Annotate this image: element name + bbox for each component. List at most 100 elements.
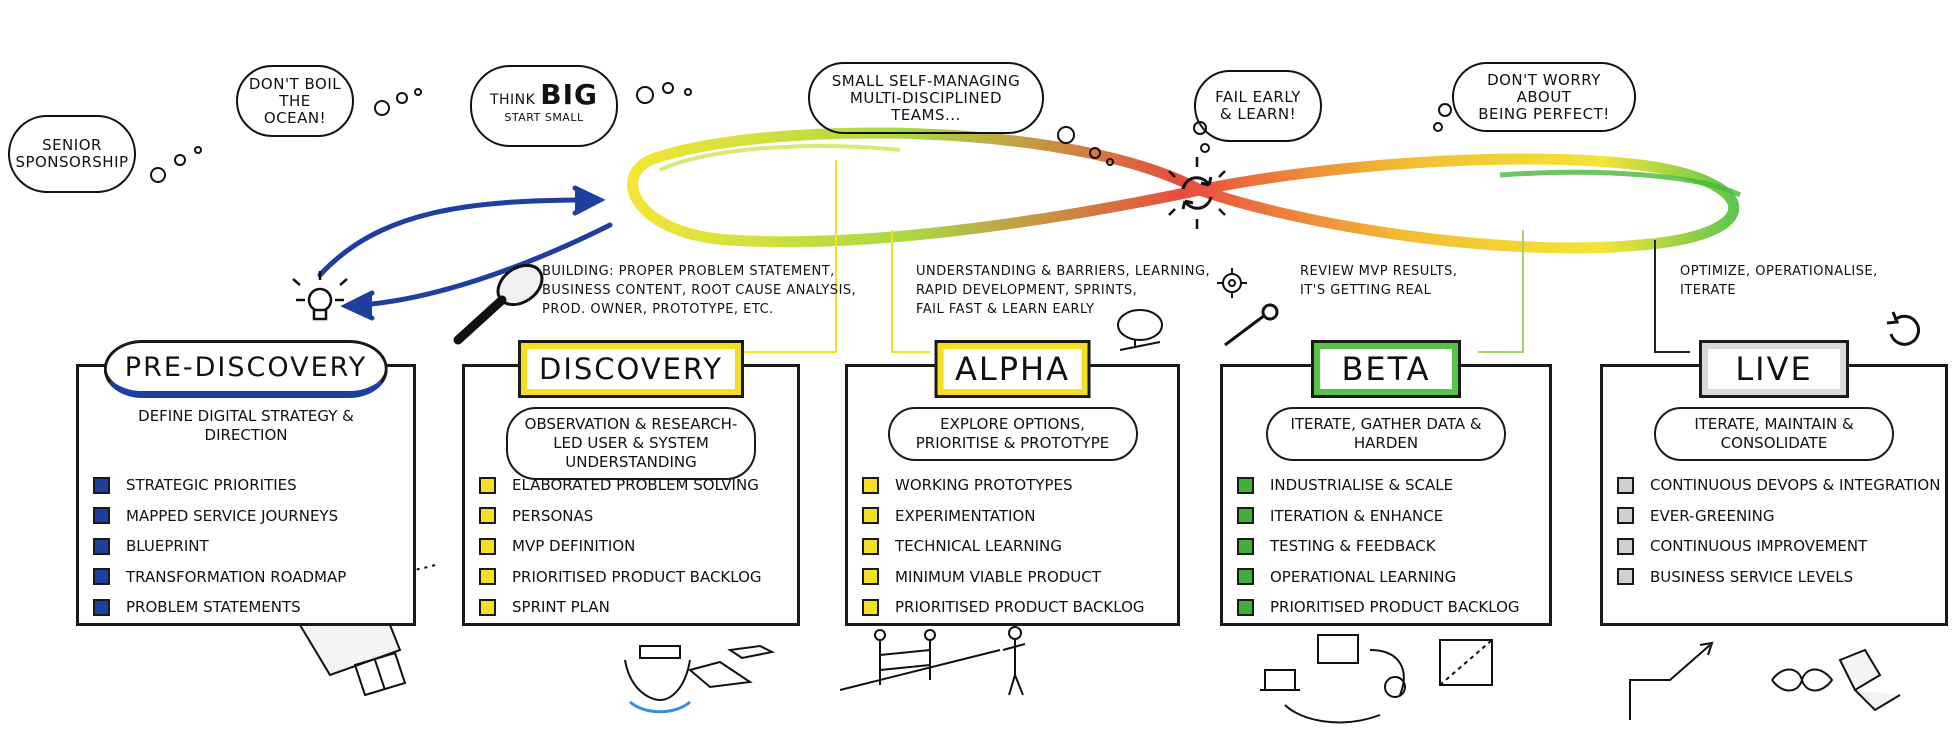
- bubble-line: MULTI-DISCIPLINED TEAMS...: [849, 88, 1003, 124]
- desk-icon: [1260, 669, 1300, 691]
- runner-icon: [1002, 640, 1026, 696]
- infinity-loop: [627, 127, 1742, 254]
- note-line: RAPID DEVELOPMENT, SPRINTS,: [916, 283, 1138, 298]
- checkbox-icon: [93, 568, 110, 586]
- infinity-icon: [1771, 668, 1834, 692]
- stage-label-discovery: DISCOVERY: [517, 340, 745, 398]
- bubble-line: SMALL SELF-MANAGING: [831, 71, 1021, 90]
- list-item: CONTINUOUS DEVOPS & INTEGRATION: [1617, 470, 1940, 501]
- stage-label-live: LIVE: [1699, 340, 1849, 398]
- puzzle-icon: [1838, 648, 1901, 712]
- list-item-label: PERSONAS: [512, 506, 594, 525]
- stage-panel-beta: BETA ITERATE, GATHER DATA & HARDEN INDUS…: [1220, 340, 1552, 626]
- list-item-label: MINIMUM VIABLE PRODUCT: [895, 567, 1101, 586]
- list-item-label: SPRINT PLAN: [512, 598, 610, 617]
- checkbox-icon: [1237, 568, 1254, 586]
- list-item-label: PRIORITISED PRODUCT BACKLOG: [895, 598, 1145, 617]
- think-word: THINK: [489, 92, 536, 108]
- note-line: REVIEW MVP RESULTS,: [1300, 264, 1458, 279]
- note-line: FAIL FAST & LEARN EARLY: [916, 302, 1095, 317]
- list-item: ITERATION & ENHANCE: [1237, 501, 1520, 532]
- list-item: CONTINUOUS IMPROVEMENT: [1617, 531, 1940, 562]
- note-beta: REVIEW MVP RESULTS, IT'S GETTING REAL: [1300, 262, 1458, 300]
- recycle-icon: [1886, 311, 1920, 346]
- boat-icon: [624, 659, 691, 702]
- stage-subtitle: EXPLORE OPTIONS, PRIORITISE & PROTOTYPE: [887, 407, 1138, 461]
- list-item-label: WORKING PROTOTYPES: [895, 476, 1073, 495]
- list-item-label: INDUSTRIALISE & SCALE: [1270, 476, 1454, 495]
- list-item-label: TECHNICAL LEARNING: [895, 537, 1062, 556]
- list-item: PROBLEM STATEMENTS: [93, 592, 346, 623]
- stage-panel-live: LIVE ITERATE, MAINTAIN & CONSOLIDATE CON…: [1600, 340, 1948, 626]
- list-item-label: OPERATIONAL LEARNING: [1270, 567, 1457, 586]
- growth-arrow-icon: [1629, 644, 1711, 720]
- stage-panel-alpha: ALPHA EXPLORE OPTIONS, PRIORITISE & PROT…: [845, 340, 1180, 626]
- list-item: INDUSTRIALISE & SCALE: [1237, 470, 1520, 501]
- list-item-label: TESTING & FEEDBACK: [1270, 537, 1436, 556]
- deliverables-list: INDUSTRIALISE & SCALE ITERATION & ENHANC…: [1237, 470, 1520, 623]
- list-item-label: EVER-GREENING: [1650, 506, 1775, 525]
- list-item-label: MAPPED SERVICE JOURNEYS: [126, 506, 339, 525]
- checkbox-icon: [1237, 507, 1254, 525]
- bubble-self-managing-teams: SMALL SELF-MANAGING MULTI-DISCIPLINED TE…: [808, 62, 1044, 134]
- bubble-line: BEING PERFECT!: [1478, 104, 1610, 123]
- note-alpha: UNDERSTANDING & BARRIERS, LEARNING, RAPI…: [916, 262, 1210, 319]
- list-item: TESTING & FEEDBACK: [1237, 531, 1520, 562]
- list-item: SPRINT PLAN: [479, 592, 762, 623]
- bubble-fail-early: FAIL EARLY & LEARN!: [1194, 70, 1322, 142]
- checkbox-icon: [479, 507, 496, 525]
- deliverables-list: ELABORATED PROBLEM SOLVING PERSONAS MVP …: [479, 470, 762, 623]
- checkbox-icon: [93, 537, 110, 555]
- checkbox-icon: [862, 507, 879, 525]
- brain-idea-icon: [1117, 309, 1163, 351]
- bubble-line: & LEARN!: [1219, 105, 1297, 123]
- list-item-label: CONTINUOUS DEVOPS & INTEGRATION: [1650, 476, 1941, 495]
- checkbox-icon: [862, 568, 879, 586]
- refresh-cycle-icon: [1168, 157, 1226, 229]
- bubble-dont-boil-ocean: DON'T BOIL THE OCEAN!: [236, 65, 354, 137]
- note-line: UNDERSTANDING & BARRIERS, LEARNING,: [916, 264, 1211, 279]
- list-item-label: ITERATION & ENHANCE: [1270, 506, 1444, 525]
- list-item-label: EXPERIMENTATION: [895, 506, 1036, 525]
- checkbox-icon: [1617, 507, 1634, 525]
- list-item-label: PROBLEM STATEMENTS: [126, 598, 301, 617]
- list-item: PRIORITISED PRODUCT BACKLOG: [479, 562, 762, 593]
- blue-flow-arrows: [317, 185, 613, 321]
- bubble-line: FAIL EARLY: [1215, 88, 1301, 106]
- gear-icon: [1217, 268, 1247, 298]
- checkbox-icon: [1617, 537, 1634, 555]
- note-line: OPTIMIZE, OPERATIONALISE,: [1680, 264, 1878, 279]
- list-item: PERSONAS: [479, 501, 762, 532]
- note-line: BUILDING: PROPER PROBLEM STATEMENT,: [542, 264, 835, 279]
- stage-panel-pre-discovery: PRE-DISCOVERY DEFINE DIGITAL STRATEGY & …: [76, 340, 416, 626]
- list-item: EXPERIMENTATION: [862, 501, 1145, 532]
- list-item: STRATEGIC PRIORITIES: [93, 470, 346, 501]
- big-word: BIG: [540, 78, 599, 111]
- bubble-dont-worry-perfect: DON'T WORRY ABOUT BEING PERFECT!: [1452, 62, 1636, 132]
- magnifying-glass-icon: [453, 263, 544, 345]
- map-icon: [353, 651, 407, 697]
- checkbox-icon: [862, 537, 879, 555]
- bubble-line: SPONSORSHIP: [15, 153, 129, 171]
- list-item-label: ELABORATED PROBLEM SOLVING: [512, 476, 759, 495]
- list-item: MVP DEFINITION: [479, 531, 762, 562]
- checkbox-icon: [862, 598, 879, 616]
- list-item: WORKING PROTOTYPES: [862, 470, 1145, 501]
- list-item-label: PRIORITISED PRODUCT BACKLOG: [512, 567, 762, 586]
- list-item: MINIMUM VIABLE PRODUCT: [862, 562, 1145, 593]
- list-item: TRANSFORMATION ROADMAP: [93, 562, 346, 593]
- checkbox-icon: [93, 476, 110, 494]
- note-live: OPTIMIZE, OPERATIONALISE, ITERATE: [1680, 262, 1878, 300]
- growth-box-icon: [1439, 639, 1493, 686]
- list-item: BUSINESS SERVICE LEVELS: [1617, 562, 1940, 593]
- start-small-word: START SMALL: [504, 111, 584, 124]
- checkbox-icon: [479, 598, 496, 616]
- list-item: BLUEPRINT: [93, 531, 346, 562]
- list-item-label: PRIORITISED PRODUCT BACKLOG: [1270, 598, 1520, 617]
- list-item-label: STRATEGIC PRIORITIES: [126, 476, 297, 495]
- checkbox-icon: [479, 537, 496, 555]
- checkbox-icon: [1237, 598, 1254, 616]
- bubble-senior-sponsorship: SENIOR SPONSORSHIP: [8, 115, 136, 193]
- wrench-icon: [1224, 303, 1279, 347]
